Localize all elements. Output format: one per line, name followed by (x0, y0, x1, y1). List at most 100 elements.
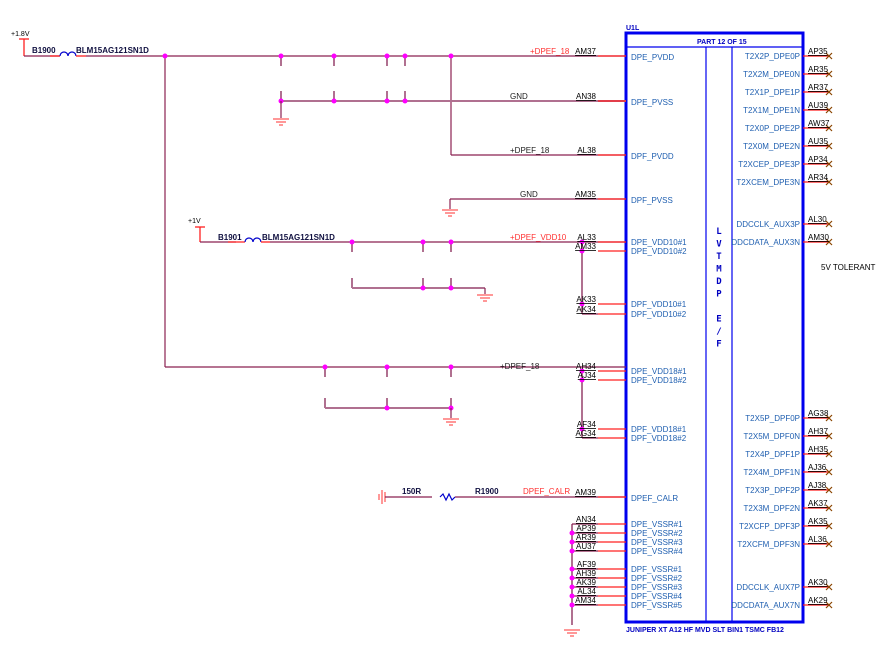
resistor-value: 150R (402, 487, 421, 496)
pin-number: AK35 (808, 517, 828, 526)
junction-dot (569, 548, 575, 554)
junction-dot (322, 364, 328, 370)
pin-name: DPE_PVDD (631, 53, 674, 62)
pin-number: AL36 (808, 535, 827, 544)
junction-dot (384, 98, 390, 104)
pin-name: DPE_VSSR#1 (631, 520, 683, 529)
ground-icon (564, 629, 580, 637)
pin-number: AU39 (808, 101, 829, 110)
pin-name: DPE_VDD10#2 (631, 247, 687, 256)
junction-dot (569, 593, 575, 599)
pin-number: AL34 (577, 587, 596, 596)
pin-number: AF34 (577, 420, 597, 429)
junction-dot (420, 239, 426, 245)
pin-name: T2X0P_DPE2P (745, 124, 800, 133)
junction-dot (331, 98, 337, 104)
vertical-letter: E (716, 315, 721, 325)
calr-resistor: 150R R1900 DPEF_CALR (378, 487, 626, 504)
pin-number: AK33 (576, 295, 596, 304)
pin-number: AH34 (576, 362, 597, 371)
vertical-letter: T (716, 252, 722, 262)
net-label: +DPEF_18 (510, 146, 550, 155)
pin-number: AK37 (808, 499, 828, 508)
footer-label: JUNIPER XT A12 HF MVD SLT BIN1 TSMC FB12 (626, 627, 784, 634)
pin-number: AP35 (808, 47, 828, 56)
power-rail-1v: +1V B1901 BLM15AG121SN1D (188, 218, 626, 243)
net-label: GND (520, 190, 538, 199)
pin-name: DDCDATA_AUX7N (731, 601, 800, 610)
pin-name: DDCCLK_AUX3P (736, 220, 800, 229)
pin-number: AK34 (576, 305, 596, 314)
pin-name: T2XCFM_DPF3N (737, 540, 800, 549)
junction-dot (569, 539, 575, 545)
pin-number: AK39 (576, 578, 596, 587)
pin-name: T2X5M_DPF0N (744, 432, 801, 441)
net-label: +DPEF_18 (530, 47, 570, 56)
pin-name: T2X1M_DPE1N (743, 106, 800, 115)
vertical-letter: L (716, 227, 722, 237)
pin-number: AU35 (808, 137, 829, 146)
pin-name: DPF_VSSR#5 (631, 601, 683, 610)
pin-name: DPF_VDD18#2 (631, 434, 687, 443)
junction-dot (569, 602, 575, 608)
ground-icon (273, 118, 289, 126)
pin-number: AM33 (575, 242, 596, 251)
resistor-ref: R1900 (475, 487, 499, 496)
pin-number: AK30 (808, 578, 828, 587)
vertical-letter: F (716, 340, 721, 350)
pin-name: DPEF_CALR (631, 494, 678, 503)
net-label: +DPEF_VDD10 (510, 233, 567, 242)
ic-body (624, 31, 805, 624)
junction-dot (384, 364, 390, 370)
pin-number: AL38 (577, 146, 596, 155)
pin-number: AH37 (808, 427, 829, 436)
junction-dot (448, 53, 454, 59)
resistor-r1900-icon (439, 492, 456, 502)
pin-number: AG38 (808, 409, 829, 418)
pin-number: AL33 (577, 233, 596, 242)
junction-dot (579, 301, 585, 307)
pin-name: DPE_VSSR#3 (631, 538, 683, 547)
junction-dot (579, 426, 585, 432)
ground-icon (443, 418, 459, 426)
pin-name: DDCDATA_AUX3N (731, 238, 800, 247)
pin-name: T2X2P_DPE0P (745, 52, 800, 61)
pin-name: DPE_VDD18#2 (631, 376, 687, 385)
pin-number: AR39 (576, 533, 597, 542)
pin-name: T2XCEP_DPE3P (738, 160, 800, 169)
junction-dot (579, 377, 585, 383)
pin-name: DPE_PVSS (631, 98, 673, 107)
pin-name: DPF_VDD18#1 (631, 425, 687, 434)
pin-number: AN34 (576, 515, 597, 524)
pin-number: AN38 (576, 92, 597, 101)
junction-dot (569, 584, 575, 590)
junction-dot (448, 239, 454, 245)
junction-dot (402, 53, 408, 59)
ground-icon (442, 209, 458, 217)
bead-b1900-ref: B1900 (32, 46, 56, 55)
net-label: +DPEF_18 (500, 362, 540, 371)
pin-number: AG34 (576, 429, 597, 438)
pin-number: AU37 (576, 542, 597, 551)
pin-number: AM39 (575, 488, 596, 497)
